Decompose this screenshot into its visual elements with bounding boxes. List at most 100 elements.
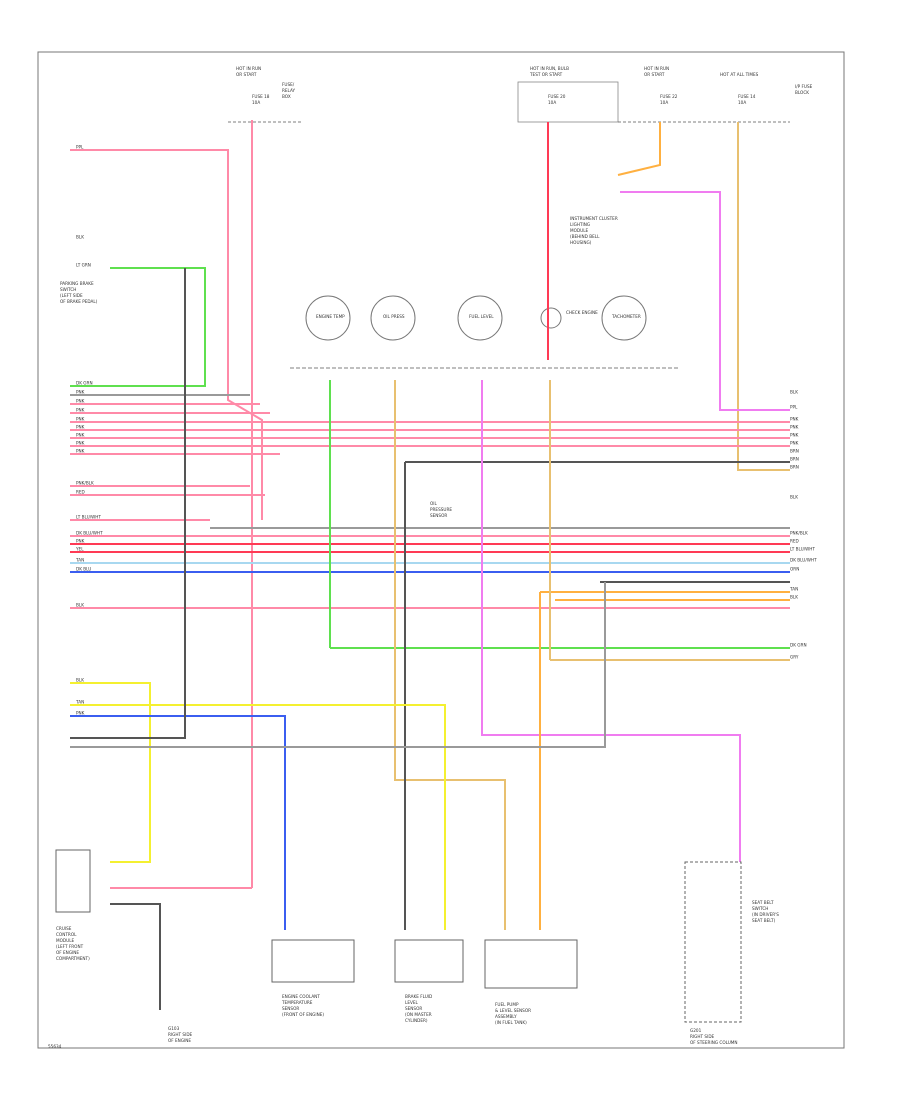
wire-magenta-vertical <box>481 380 741 880</box>
harness-bundle <box>70 394 790 661</box>
gauge-label-check-engine: CHECK ENGINE <box>566 310 598 315</box>
hot-block-4-line-1: HOT AT ALL TIMES <box>720 72 759 77</box>
wire-label-right: PPL <box>790 405 798 410</box>
brake-fluid-label: BRAKE FLUID LEVEL SENSOR (ON MASTER CYLI… <box>405 994 432 1023</box>
oil-sensor-line-2: PRESSURE <box>430 507 452 512</box>
ground-line-1: G103 <box>168 1026 180 1031</box>
ground-line-3: OF ENGINE <box>168 1038 191 1043</box>
wire-label-left: PNK <box>76 425 85 430</box>
left-module-line-1: CRUISE <box>56 926 72 931</box>
gauge-label-engine-temp: ENGINE TEMP <box>316 314 345 319</box>
wire-label-right: LT BLU/WHT <box>790 547 815 552</box>
wire-label-right: BLK <box>790 390 798 395</box>
wire-label-left: TAN <box>75 700 84 705</box>
wire-label-right: PNK <box>790 425 799 430</box>
wire-label-left: PNK <box>76 433 85 438</box>
brake-fluid-box <box>394 939 464 983</box>
wire-label-left: PNK <box>76 399 85 404</box>
fuel-pump-line-1: FUEL PUMP <box>495 1002 519 1007</box>
wire-label-right: BRN <box>790 465 799 470</box>
fuse-box-label-2: RELAY <box>282 88 296 93</box>
left-module-line-3: MODULE <box>56 938 75 943</box>
ground-line-2: RIGHT SIDE <box>168 1032 193 1037</box>
ground-label: G103 RIGHT SIDE OF ENGINE <box>168 1026 193 1043</box>
wire-label-left: PNK/BLK <box>76 481 94 486</box>
wire-label-right: TAN <box>789 587 798 592</box>
ground-2-label: G201 RIGHT SIDE OF STEERING COLUMN <box>690 1028 738 1045</box>
wire-label-right: BLK <box>790 495 798 500</box>
fuse-box-label-3: BOX <box>282 94 291 99</box>
left-module-line-6: COMPARTMENT) <box>56 956 90 961</box>
wire-label-right: PNK <box>790 441 799 446</box>
wire-label-left: YEL <box>75 547 84 552</box>
fuse-22-label: FUSE 22 <box>660 94 678 99</box>
fuel-pump-line-4: (IN FUEL TANK) <box>495 1020 527 1025</box>
gauge-label-tachometer: TACHOMETER <box>611 314 641 319</box>
wire-label-right: ORN <box>790 567 799 572</box>
brake-switch-line-1: PARKING BRAKE <box>60 281 94 286</box>
tail-module-line-1: INSTRUMENT CLUSTER <box>570 216 618 221</box>
wire-magenta-right <box>620 191 790 411</box>
wire-label-left: BLK <box>76 235 84 240</box>
fuse-14-amps: 10A <box>738 100 746 105</box>
wire-black-left <box>70 268 186 739</box>
hot-block-1: HOT IN RUN OR START FUSE/ RELAY BOX FUSE… <box>228 66 302 123</box>
gauge-label-oil-press: OIL PRESS <box>383 314 405 319</box>
wire-label-right: PNK <box>790 433 799 438</box>
seat-belt-label: SEAT BELT SWITCH (IN DRIVER'S SEAT BELT) <box>752 900 779 923</box>
wire-label-right: BRN <box>790 457 799 462</box>
fuse-14-label: FUSE 14 <box>738 94 756 99</box>
brake-fluid-line-4: (ON MASTER <box>405 1012 432 1017</box>
ground-2-line-3: OF STEERING COLUMN <box>690 1040 738 1045</box>
wire-label-left: BLK <box>76 603 84 608</box>
fuse-18-amps: 10A <box>252 100 260 105</box>
fuse-box-label-1: FUSE/ <box>282 82 295 87</box>
brake-switch-label: PARKING BRAKE SWITCH (LEFT SIDE OF BRAKE… <box>60 281 98 304</box>
gauge-fuel-level <box>457 295 503 341</box>
gauge-label-fuel-level: FUEL LEVEL <box>469 314 494 319</box>
wire-yellow-loop <box>70 682 151 863</box>
tail-module-line-3: MODULE <box>570 228 589 233</box>
wire-label-right: PNK/BLK <box>790 531 808 536</box>
seat-belt-line-2: SWITCH <box>752 906 768 911</box>
wire-label-left: PNK <box>76 441 85 446</box>
seat-belt-line-1: SEAT BELT <box>752 900 774 905</box>
tail-module-line-5: HOUSING) <box>570 240 592 245</box>
engine-coolant-line-4: (FRONT OF ENGINE) <box>282 1012 324 1017</box>
wire-labels-right: BLKPPLPNKPNKPNKPNKBRNBRNBRNBLKPNK/BLKRED… <box>789 390 817 660</box>
wire-black-bottom <box>70 582 606 748</box>
engine-coolant-line-1: ENGINE COOLANT <box>282 994 320 999</box>
brake-switch-line-2: SWITCH <box>60 287 76 292</box>
fuse-18-label: FUSE 18 <box>252 94 270 99</box>
hot-block-3-line-1: HOT IN RUN <box>644 66 669 71</box>
wire-label-right: RED <box>790 539 799 544</box>
left-module-label: CRUISE CONTROL MODULE (LEFT FRONT OF ENG… <box>56 926 90 961</box>
wire-label-right: DK GRN <box>790 643 807 648</box>
brake-fluid-line-1: BRAKE FLUID <box>405 994 432 999</box>
oil-sensor-line-1: OIL <box>430 501 438 506</box>
wire-label-right: PNK <box>790 417 799 422</box>
wire-label-left: DK GRN <box>76 381 93 386</box>
brake-fluid-line-3: SENSOR <box>405 1006 422 1011</box>
left-module-line-5: OF ENGINE <box>56 950 79 955</box>
wire-blue-loop <box>70 715 286 930</box>
wire-pink-top-left-loop <box>70 149 263 520</box>
oil-sensor-label: OIL PRESSURE SENSOR <box>430 501 452 518</box>
wire-black-seatbelt <box>110 903 161 1010</box>
engine-coolant-line-2: TEMPERATURE <box>281 1000 313 1005</box>
brake-fluid-line-2: LEVEL <box>405 1000 418 1005</box>
hot-block-2: HOT IN RUN, BULB TEST OR START FUSE 20 1… <box>517 66 619 123</box>
hot-block-2-line-2: TEST OR START <box>529 72 563 77</box>
wire-yellow-2 <box>70 704 446 930</box>
hot-block-4: HOT AT ALL TIMES FUSE 14 10A I/P FUSE BL… <box>618 72 813 123</box>
fuel-pump-label: FUEL PUMP & LEVEL SENSOR ASSEMBLY (IN FU… <box>495 1002 531 1025</box>
wire-label-left: PNK <box>76 417 85 422</box>
ip-fuse-block-label-1: I/P FUSE <box>795 84 813 89</box>
tail-module-label: INSTRUMENT CLUSTER LIGHTING MODULE (BEHI… <box>570 216 618 245</box>
fuel-pump-box <box>484 939 578 989</box>
wire-label-left: TAN <box>75 558 84 563</box>
engine-coolant-label: ENGINE COOLANT TEMPERATURE SENSOR (FRONT… <box>281 994 324 1017</box>
seat-belt-line-4: SEAT BELT) <box>752 918 776 923</box>
wire-label-left: LT BLU/WHT <box>76 515 101 520</box>
